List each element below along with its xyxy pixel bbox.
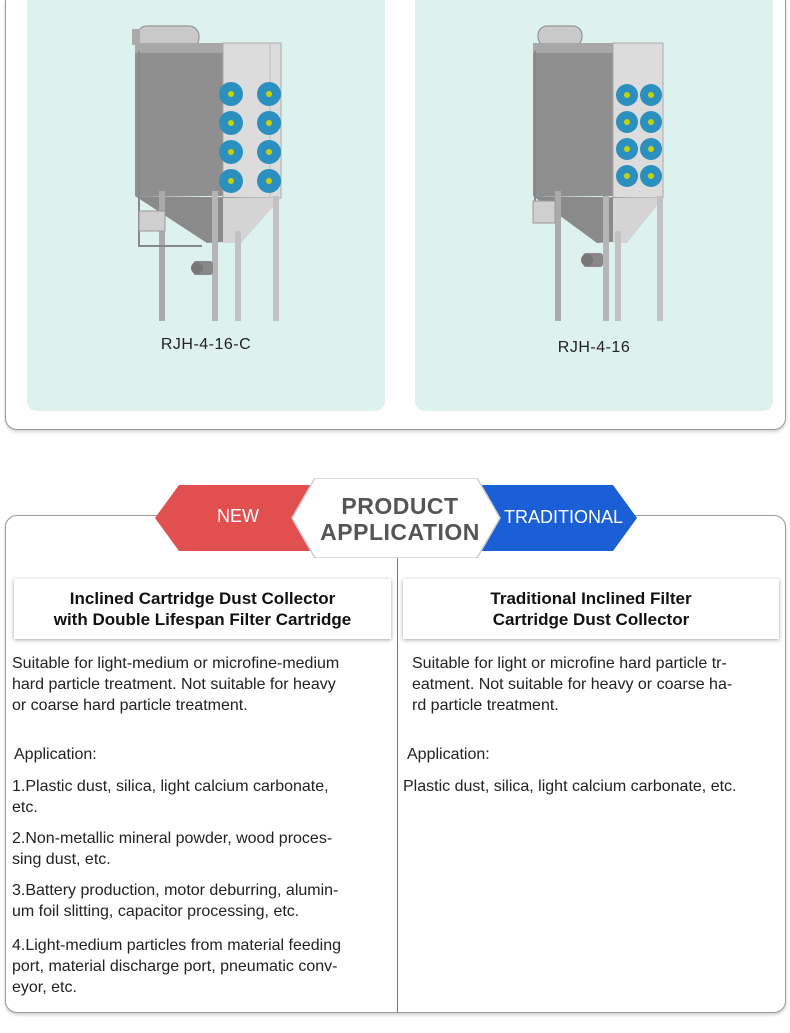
application-item: 4.Light-medium particles from material f…: [12, 937, 342, 996]
banner-shape: [155, 478, 637, 558]
heading-line: with Double Lifespan Filter Cartridge: [53, 610, 352, 629]
dust-collector-image: [532, 25, 664, 321]
heading-line: Cartridge Dust Collector: [492, 610, 690, 629]
application-label: Application:: [407, 746, 490, 763]
application-comparison: Inclined Cartridge Dust Collector with D…: [5, 515, 786, 1013]
product-model-label: RJH-4-16-C: [160, 336, 252, 353]
product-rjh-4-16[interactable]: RJH-4-16: [415, 0, 773, 411]
application-item: 2.Non-metallic mineral powder, wood proc…: [12, 830, 333, 868]
product-application-banner: NEW PRODUCT APPLICATION TRADITIONAL: [155, 478, 637, 558]
product-rjh-4-16-c[interactable]: RJH-4-16-C: [27, 0, 385, 411]
banner-title: PRODUCT APPLICATION: [320, 493, 480, 545]
column-divider: [397, 558, 398, 1013]
application-label: Application:: [14, 746, 97, 763]
product-model-label: RJH-4-16: [557, 339, 631, 356]
application-item: Plastic dust, silica, light calcium carb…: [403, 778, 737, 795]
traditional-product-description: Suitable for light or microfine hard par…: [412, 655, 733, 714]
heading-line: Inclined Cartridge Dust Collector: [69, 589, 336, 608]
heading-line: Traditional Inclined Filter: [490, 589, 692, 608]
traditional-product-heading: Traditional Inclined Filter Cartridge Du…: [403, 579, 779, 639]
new-product-description: Suitable for light-medium or microfine-m…: [12, 655, 340, 714]
dust-collector-image: [132, 25, 282, 321]
new-label: NEW: [217, 506, 259, 526]
product-card: RJH-4-16-C: [5, 0, 786, 430]
new-product-heading: Inclined Cartridge Dust Collector with D…: [14, 579, 391, 639]
application-item: 1.Plastic dust, silica, light calcium ca…: [12, 778, 329, 816]
traditional-label: TRADITIONAL: [504, 507, 624, 527]
application-item: 3.Battery production, motor deburring, a…: [12, 882, 339, 920]
